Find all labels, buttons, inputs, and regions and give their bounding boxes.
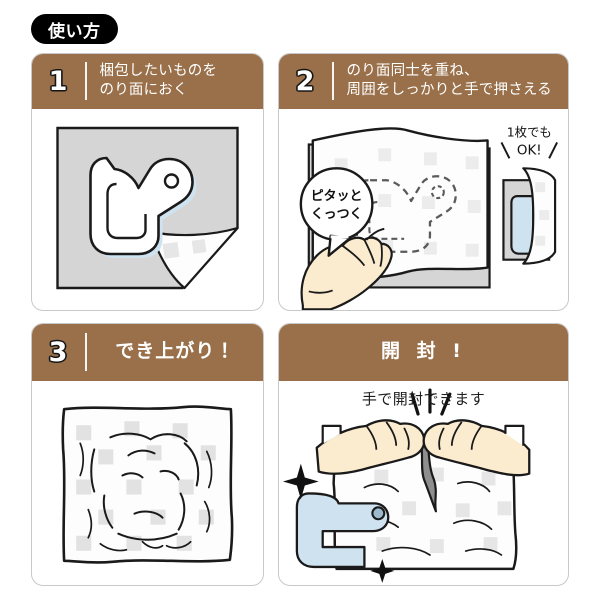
panel-step-3: 3 でき上がり！ bbox=[31, 323, 264, 586]
pressing-hand bbox=[300, 236, 393, 310]
step-number-1: 1 bbox=[48, 65, 68, 97]
panel-step-2-header: 2 のり面同士を重ね、 周囲をしっかりと手で押さえる bbox=[279, 54, 568, 109]
panel-step-2: 2 のり面同士を重ね、 周囲をしっかりと手で押さえる bbox=[278, 53, 569, 311]
step-3-title: でき上がり！ bbox=[115, 340, 236, 363]
step-number-3: 3 bbox=[48, 336, 68, 368]
panel-opening: 開 封 ! 手で開封できます bbox=[278, 323, 569, 586]
header-divider bbox=[332, 62, 334, 100]
revealed-hook-object bbox=[295, 492, 390, 569]
step-2-title: のり面同士を重ね、 周囲をしっかりと手で押さえる bbox=[346, 62, 552, 98]
single-sheet-inset: 1枚でも OK! bbox=[500, 125, 558, 265]
opening-title: 開 封 ! bbox=[381, 340, 466, 363]
step-2-illustration: ピタッと くっつく 1枚でも OK! bbox=[279, 110, 568, 310]
svg-text:くっつく: くっつく bbox=[311, 207, 363, 222]
opening-illustration: 手で開封できます bbox=[279, 382, 568, 585]
step-number-2: 2 bbox=[295, 65, 315, 97]
inset-note-line1: 1枚でも bbox=[507, 125, 552, 140]
opening-caption: 手で開封できます bbox=[361, 390, 486, 408]
step-1-illustration bbox=[32, 110, 263, 310]
panel-opening-header: 開 封 ! bbox=[279, 324, 568, 381]
panel-step-1-header: 1 梱包したいものを のり面におく bbox=[32, 54, 263, 109]
panel-step-3-header: 3 でき上がり！ bbox=[32, 324, 263, 381]
how-to-use-badge-label: 使い方 bbox=[48, 21, 101, 42]
header-divider bbox=[85, 62, 87, 100]
speech-bubble-sticks: ピタッと くっつく bbox=[299, 167, 374, 257]
sparkle-icon bbox=[282, 463, 395, 583]
steps-grid: 1 梱包したいものを のり面におく bbox=[31, 53, 569, 586]
header-divider bbox=[85, 333, 87, 371]
inset-note-line2: OK! bbox=[517, 143, 542, 158]
right-tearing-hand bbox=[422, 419, 531, 477]
step-1-title: 梱包したいものを のり面におく bbox=[99, 62, 218, 98]
how-to-use-badge: 使い方 bbox=[31, 14, 118, 44]
step-3-illustration bbox=[32, 382, 263, 585]
svg-text:ピタッと: ピタッと bbox=[311, 189, 363, 204]
panel-step-1: 1 梱包したいものを のり面におく bbox=[31, 53, 264, 311]
